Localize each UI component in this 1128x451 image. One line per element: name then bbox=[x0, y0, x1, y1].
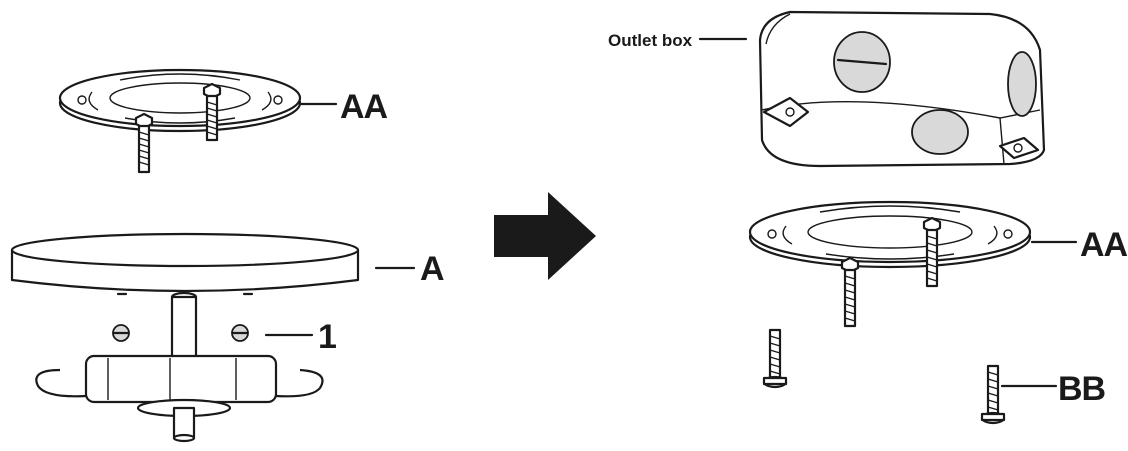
label-bb: BB bbox=[1058, 370, 1106, 408]
mounting-plate-aa-left bbox=[58, 68, 302, 133]
set-screw-right bbox=[231, 324, 249, 342]
set-screw-left bbox=[112, 324, 130, 342]
mounting-screw-right-2 bbox=[922, 216, 942, 288]
fixture-stem-assembly bbox=[35, 291, 324, 443]
mounting-screw-right-1 bbox=[840, 256, 860, 328]
outlet-box bbox=[758, 10, 1046, 168]
label-a: A bbox=[420, 250, 444, 288]
label-aa-right: AA bbox=[1080, 226, 1128, 264]
mounting-screw-left-1 bbox=[134, 112, 154, 174]
canopy-a bbox=[10, 232, 360, 296]
label-aa-left: AA bbox=[340, 88, 388, 126]
mounting-plate-aa-right bbox=[748, 200, 1032, 269]
screw-bb-left bbox=[762, 328, 788, 389]
right-arrow-icon bbox=[494, 192, 596, 280]
label-one: 1 bbox=[318, 318, 336, 356]
label-outlet-box: Outlet box bbox=[608, 31, 693, 50]
screw-bb-right bbox=[980, 364, 1006, 425]
mounting-screw-left-2 bbox=[202, 82, 222, 142]
